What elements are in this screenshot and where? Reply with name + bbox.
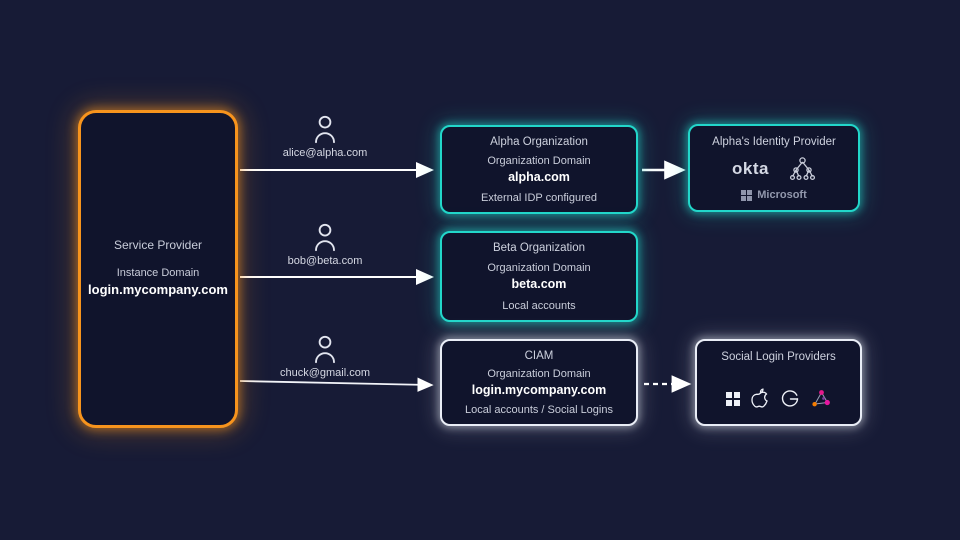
apple-icon (751, 388, 768, 408)
idp-title: Alpha's Identity Provider (712, 136, 836, 148)
instance-domain-label: Instance Domain (116, 267, 200, 280)
microsoft-icon (726, 391, 740, 406)
social-network-icon (812, 389, 830, 406)
alpha-organization-box: Alpha Organization Organization Domain a… (440, 125, 638, 214)
org-domain-value: login.mycompany.com (471, 382, 607, 397)
user-bob: bob@beta.com (245, 221, 405, 267)
org-domain-label: Organization Domain (487, 154, 591, 167)
org-domain-value: alpha.com (508, 169, 570, 184)
beta-organization-box: Beta Organization Organization Domain be… (440, 231, 638, 322)
social-title: Social Login Providers (721, 351, 836, 363)
org-note: Local accounts (502, 300, 576, 312)
alpha-identity-provider-box: Alpha's Identity Provider okta (688, 124, 860, 212)
user-email: alice@alpha.com (282, 147, 368, 159)
org-domain-value: beta.com (511, 276, 567, 291)
user-alice: alice@alpha.com (245, 113, 405, 159)
org-domain-label: Organization Domain (487, 367, 591, 380)
directory-tree-icon (789, 157, 816, 181)
okta-logo: okta (732, 158, 769, 178)
org-domain-label: Organization Domain (487, 261, 591, 274)
org-name: Beta Organization (492, 242, 586, 254)
org-note: External IDP configured (481, 192, 597, 204)
social-login-providers-box: Social Login Providers (695, 339, 862, 426)
person-icon (315, 115, 335, 144)
org-note: Local accounts / Social Logins (465, 404, 613, 416)
user-email: chuck@gmail.com (279, 367, 371, 379)
microsoft-label: Microsoft (757, 189, 807, 201)
service-provider-box: Service Provider Instance Domain login.m… (78, 110, 238, 428)
user-email: bob@beta.com (287, 255, 363, 267)
service-provider-title: Service Provider (113, 238, 203, 253)
ciam-organization-box: CIAM Organization Domain login.mycompany… (440, 339, 638, 426)
microsoft-icon (741, 189, 753, 201)
user-chuck: chuck@gmail.com (245, 333, 405, 379)
org-name: CIAM (524, 350, 554, 362)
org-name: Alpha Organization (490, 136, 588, 148)
google-icon (781, 389, 799, 407)
instance-domain-value: login.mycompany.com (88, 282, 228, 298)
microsoft-logo: Microsoft (741, 189, 807, 201)
person-icon (315, 335, 335, 364)
person-icon (315, 223, 335, 252)
arrow-sp-to-ciam (239, 377, 434, 392)
